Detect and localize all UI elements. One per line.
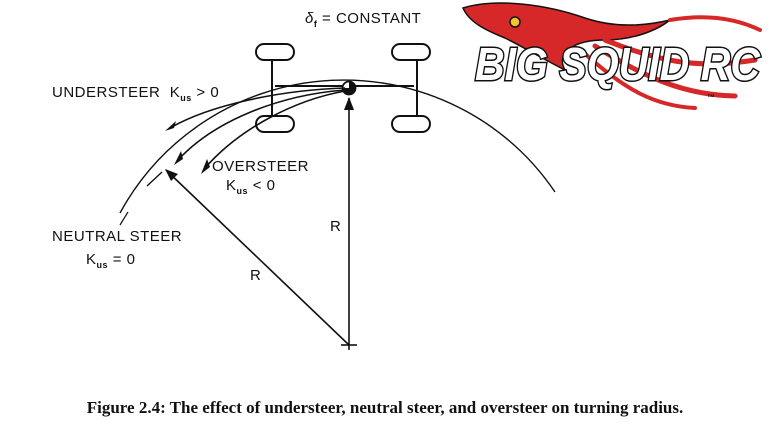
radius-vertical-label: R bbox=[330, 218, 342, 235]
oversteer-label: OVERSTEER Kus < 0 bbox=[212, 158, 310, 196]
rear-right-wheel bbox=[391, 115, 431, 133]
radius-diagonal-arrowhead bbox=[165, 169, 178, 181]
logo-trademark: ™ bbox=[707, 93, 715, 102]
front-left-wheel bbox=[255, 43, 295, 61]
understeer-text: UNDERSTEER bbox=[52, 84, 161, 101]
neutral-steer-label: NEUTRAL STEER Kus = 0 bbox=[52, 228, 183, 270]
understeer-path bbox=[169, 87, 346, 129]
steer-angle-constant: = CONSTANT bbox=[317, 10, 422, 27]
oversteer-path bbox=[204, 90, 346, 169]
steer-angle-symbol: δ bbox=[305, 10, 314, 27]
steer-angle-label: δf = CONSTANT bbox=[305, 10, 422, 29]
big-squid-rc-logo: BIG SQUID RC ™ bbox=[461, 2, 762, 110]
neutral-k: K bbox=[86, 251, 97, 268]
understeer-k: K bbox=[169, 84, 181, 101]
understeer-k-sub: us bbox=[180, 93, 192, 103]
oversteer-text: OVERSTEER bbox=[212, 158, 310, 175]
figure-caption: Figure 2.4: The effect of understeer, ne… bbox=[86, 398, 684, 417]
steer-angle-subscript: f bbox=[313, 19, 318, 29]
neutral-steer-path bbox=[177, 89, 346, 161]
oversteer-k: K bbox=[226, 177, 237, 194]
oversteer-k-sub: us bbox=[236, 186, 249, 196]
neutral-k-sub: us bbox=[96, 260, 109, 270]
oversteer-relation: < 0 bbox=[248, 177, 276, 194]
oversteer-arrowhead bbox=[201, 159, 210, 174]
radius-vertical-arrowhead bbox=[344, 97, 354, 110]
understeer-arrowhead bbox=[165, 121, 176, 131]
neutral-relation: = 0 bbox=[108, 251, 136, 268]
front-right-wheel bbox=[391, 43, 431, 61]
understeer-label: UNDERSTEER Kus > 0 bbox=[52, 84, 220, 103]
neutral-leader-line bbox=[119, 211, 129, 226]
neutral-steer-extension bbox=[146, 171, 163, 187]
neutral-steer-arc bbox=[119, 79, 556, 214]
radius-diagonal-line bbox=[165, 169, 350, 346]
squid-icon bbox=[461, 2, 762, 110]
vehicle bbox=[255, 43, 431, 133]
neutral-steer-arrowhead bbox=[174, 151, 183, 165]
understeer-relation: > 0 bbox=[191, 84, 220, 101]
rear-left-wheel bbox=[255, 115, 295, 133]
neutral-steer-text: NEUTRAL STEER bbox=[52, 228, 183, 245]
radius-diagonal-label: R bbox=[250, 267, 262, 284]
logo-wordmark: BIG SQUID RC bbox=[475, 38, 761, 90]
